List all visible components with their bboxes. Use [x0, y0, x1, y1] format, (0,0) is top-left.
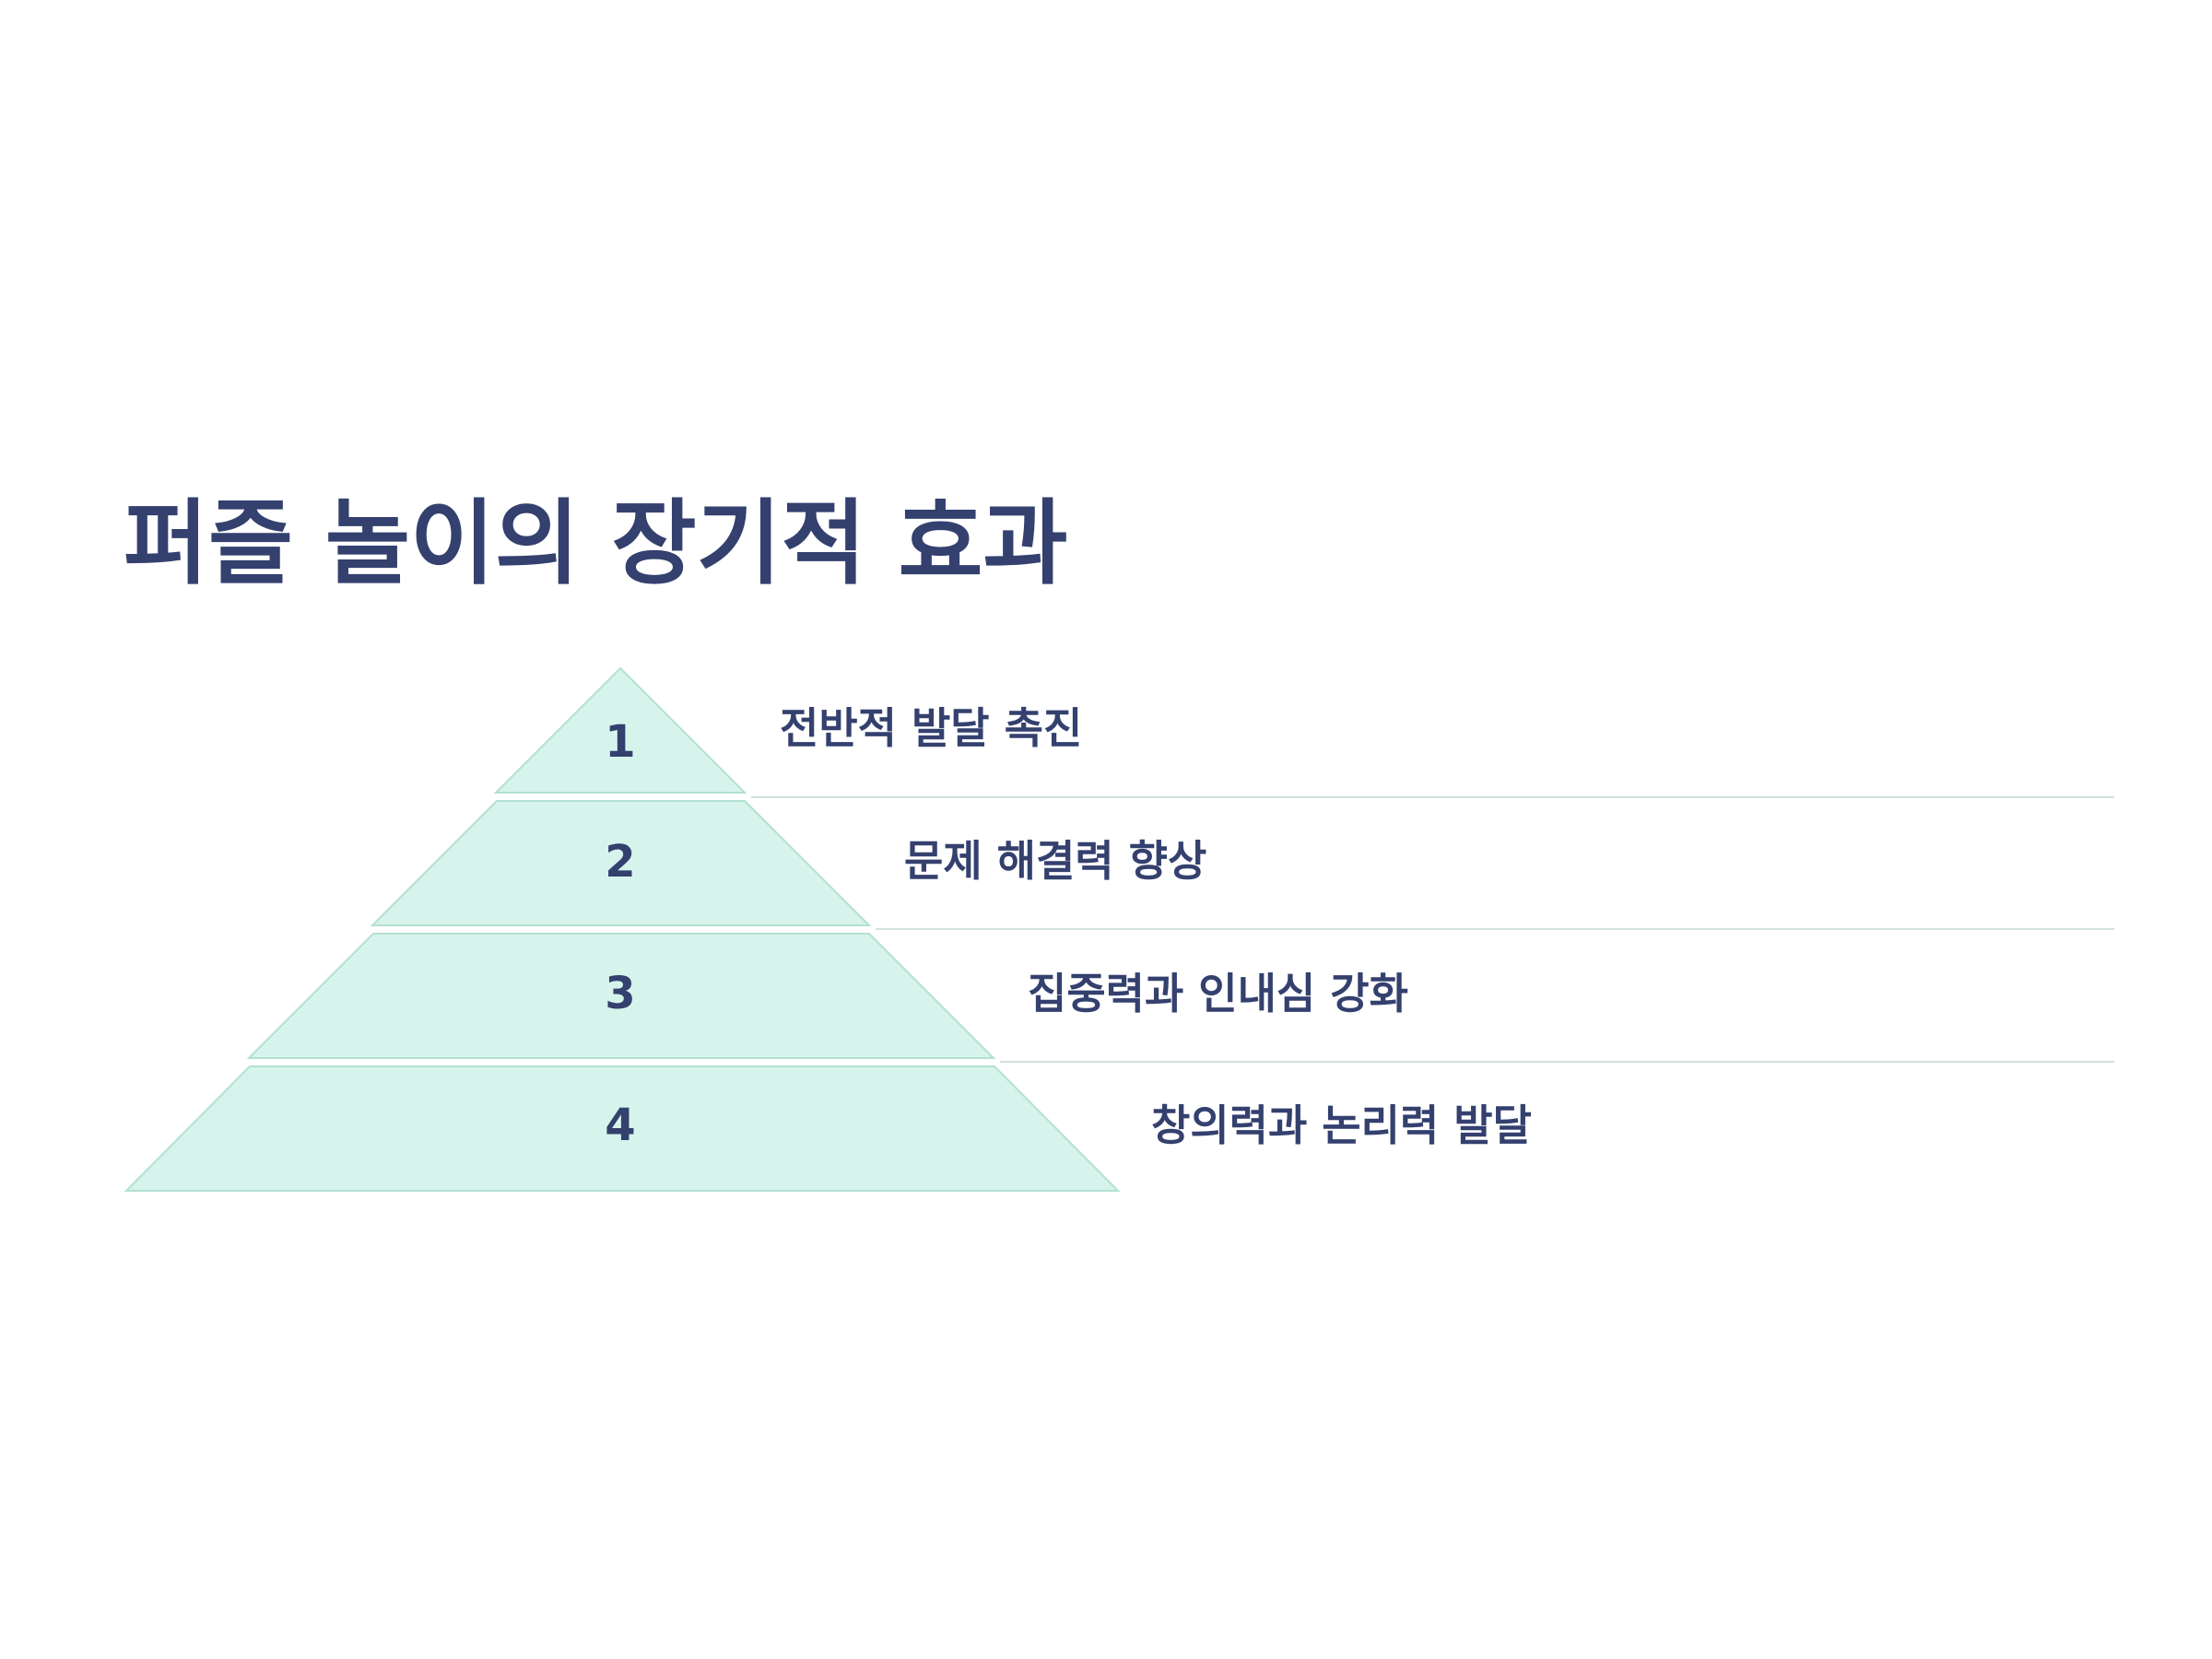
level-label-4: 창의력과 논리력 발달	[1151, 1100, 1532, 1150]
pyramid-level-4	[124, 1065, 1121, 1192]
slide-title: 퍼즐 놀이의 장기적 효과	[124, 489, 1068, 597]
level-number-2: 2	[605, 836, 635, 888]
pyramid-level-3	[246, 933, 996, 1059]
pyramid-level-2	[370, 800, 872, 926]
level-label-2: 문제 해결력 향상	[904, 836, 1207, 886]
level-number-4: 4	[605, 1100, 635, 1151]
level-label-3: 집중력과 인내심 강화	[1028, 969, 1408, 1018]
pyramid-level-1	[493, 666, 747, 794]
level-number-1: 1	[605, 716, 635, 768]
level-label-1: 전반적 발달 촉진	[780, 703, 1083, 753]
level-number-3: 3	[605, 968, 635, 1019]
